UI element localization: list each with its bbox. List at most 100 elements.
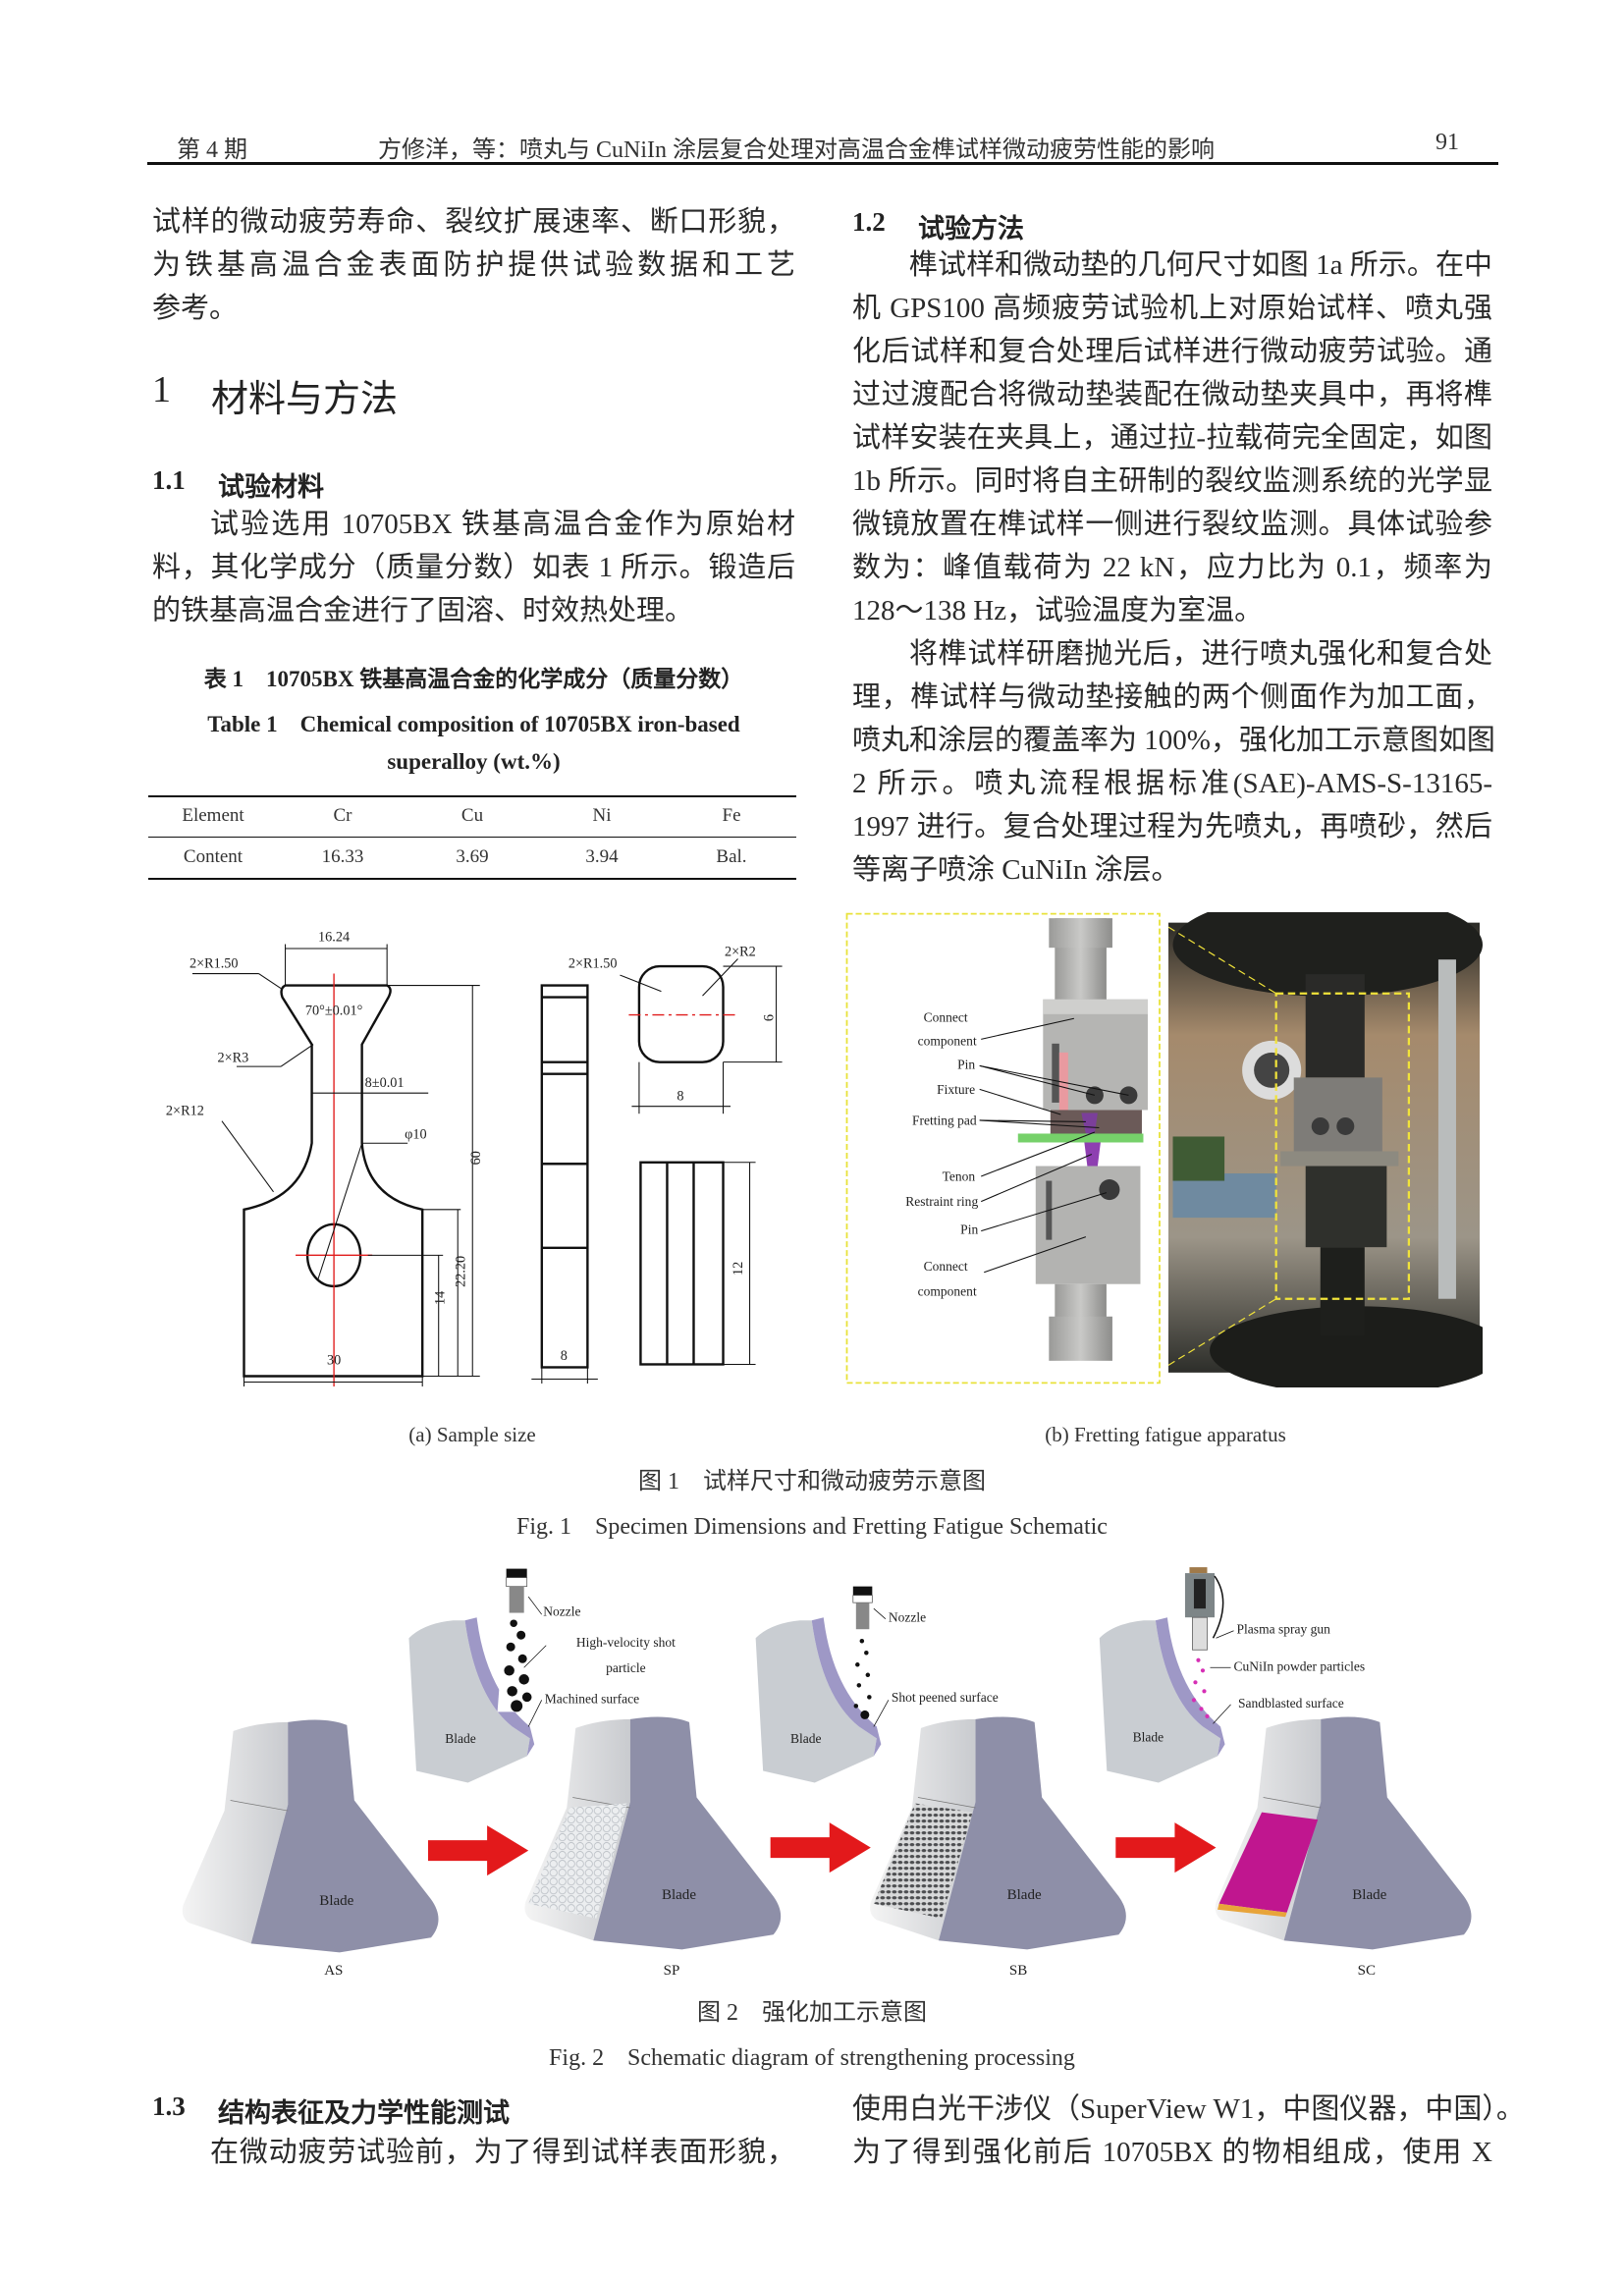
- blade-as: [182, 1719, 439, 1953]
- dimension-lines: [191, 944, 783, 1386]
- section-1-title: 材料与方法: [211, 379, 399, 420]
- figure-1b-label: (b) Fretting fatigue apparatus: [1045, 1423, 1286, 1446]
- figure-1a-label: (a) Sample size: [408, 1423, 536, 1446]
- leader-lines: [979, 1017, 1129, 1274]
- body-line: 喷丸和涂层的覆盖率为 100%，强化加工示意图如图: [852, 725, 1495, 756]
- table-header: Cu: [460, 805, 484, 826]
- side-view: [540, 984, 589, 1369]
- table-caption-en: Table 1 Chemical composition of 10705BX …: [207, 712, 740, 736]
- label-connect-component: component: [918, 1284, 977, 1299]
- table-caption-en-2: superalloy (wt.%): [387, 749, 561, 774]
- table-cell: 3.69: [456, 846, 489, 867]
- section-1-1-title: 试验材料: [218, 472, 324, 502]
- body-line: 理，榫试样与微动垫接触的两个侧面作为加工面，: [852, 681, 1492, 713]
- process-arrow: [1115, 1822, 1217, 1874]
- label-blade: Blade: [319, 1893, 353, 1909]
- dim-neck-width: 8±0.01: [365, 1075, 405, 1091]
- table-row: Content 16.33 3.69 3.94 Bal.: [148, 846, 796, 868]
- label-cuniin-powder: CuNiIn powder particles: [1234, 1658, 1366, 1673]
- dim-pad-r1-50: 2×R1.50: [568, 956, 618, 972]
- dim-pad-8: 8: [677, 1089, 683, 1105]
- dim-r12: 2×R12: [166, 1104, 204, 1119]
- stage-label-as: AS: [324, 1963, 343, 1979]
- label-connect-component: Connect: [924, 1009, 968, 1024]
- render-frame: [845, 912, 1161, 1385]
- process-arrow: [770, 1822, 871, 1874]
- section-1-3-number: 1.3: [152, 2091, 186, 2121]
- body-line: 2 所示。喷丸流程根据标准(SAE)-AMS-S-13165-: [852, 768, 1492, 799]
- strengthening-process-diagram: Nozzle High-velocity shot particle Machi…: [182, 1567, 1472, 1979]
- table-bottom-rule: [148, 878, 796, 880]
- label-blade: Blade: [1007, 1887, 1042, 1903]
- composition-table: Element Cr Cu Ni Fe Content 16.33 3.69 3…: [148, 795, 796, 880]
- dim-30: 30: [327, 1352, 341, 1368]
- dim-side-8: 8: [561, 1348, 568, 1364]
- shot-peened-surface: [528, 1803, 627, 1919]
- section-1-2-title: 试验方法: [918, 214, 1024, 244]
- label-pin: Pin: [960, 1222, 978, 1237]
- body-line: 试样安装在夹具上，通过拉-拉载荷完全固定，如图: [852, 422, 1492, 454]
- plasma-spray-gun-icon: [1184, 1567, 1224, 1718]
- label-nozzle: Nozzle: [543, 1604, 580, 1619]
- center-lines: [296, 973, 735, 1386]
- stage-label-sp: SP: [664, 1963, 680, 1979]
- body-line: 为铁基高温合金表面防护提供试验数据和工艺: [152, 249, 795, 281]
- stage-label-sc: SC: [1358, 1963, 1376, 1979]
- dim-r1-50: 2×R1.50: [189, 956, 239, 972]
- table-header: Cr: [333, 805, 352, 826]
- table-cell: 3.94: [585, 846, 619, 867]
- label-fixture: Fixture: [937, 1082, 975, 1097]
- body-line: 机 GPS100 高频疲劳试验机上对原始试样、喷丸强: [852, 293, 1492, 324]
- figure-1-caption-cn: 图 1 试样尺寸和微动疲劳示意图: [638, 1469, 986, 1494]
- label-shot-peened-surface: Shot peened surface: [892, 1690, 999, 1705]
- test-rig-photo: [1167, 912, 1483, 1387]
- label-high-velocity-shot: High-velocity shot: [576, 1635, 676, 1650]
- label-blade: Blade: [662, 1887, 696, 1903]
- figure-1-caption-en: Fig. 1 Specimen Dimensions and Fretting …: [516, 1514, 1108, 1540]
- dim-14: 14: [433, 1291, 449, 1305]
- body-line: 在微动疲劳试验前，为了得到试样表面形貌，: [210, 2137, 795, 2168]
- body-line: 128～138 Hz，试验温度为室温。: [852, 595, 1264, 626]
- figure-2-caption-en: Fig. 2 Schematic diagram of strengthenin…: [549, 2045, 1075, 2071]
- fretting-pad-top-view: [637, 964, 725, 1063]
- tenon-specimen-outline: [243, 984, 424, 1378]
- dim-pad-6: 6: [762, 1014, 778, 1021]
- body-line: 等离子喷涂 CuNiIn 涂层。: [852, 854, 1180, 886]
- label-restraint-ring: Restraint ring: [905, 1194, 978, 1209]
- label-blade: Blade: [790, 1731, 822, 1746]
- body-line: 化后试样和复合处理后试样进行微动疲劳试验。通: [852, 336, 1492, 367]
- body-line: 微镜放置在榫试样一侧进行裂纹监测。具体试验参: [852, 509, 1492, 540]
- bond-layer: [1218, 1903, 1287, 1918]
- label-blade: Blade: [1352, 1887, 1386, 1903]
- table-top-rule: [148, 795, 796, 797]
- label-particle: particle: [606, 1660, 646, 1675]
- table-header-row: Element Cr Cu Ni Fe: [148, 805, 796, 827]
- fretting-pad-side-view: [639, 1161, 725, 1366]
- body-line: 参考。: [152, 293, 239, 324]
- dim-60: 60: [468, 1151, 484, 1165]
- section-1-1-number: 1.1: [152, 465, 186, 495]
- dim-pad-12: 12: [731, 1262, 746, 1276]
- label-plasma-spray-gun: Plasma spray gun: [1237, 1622, 1331, 1637]
- sandblasted-surface: [873, 1803, 973, 1919]
- body-line: 使用白光干涉仪（SuperView W1，中图仪器，中国）。: [852, 2093, 1525, 2125]
- section-1-2-number: 1.2: [852, 207, 886, 237]
- label-blade: Blade: [1133, 1729, 1164, 1744]
- label-tenon: Tenon: [943, 1169, 976, 1184]
- label-fretting-pad: Fretting pad: [912, 1113, 977, 1127]
- issue-number: 第 4 期: [177, 137, 247, 163]
- header-rule: [147, 162, 1498, 165]
- body-line: 过过渡配合将微动垫装配在微动垫夹具中，再将榫: [852, 379, 1492, 410]
- page-number: 91: [1435, 130, 1459, 155]
- body-line: 榫试样和微动垫的几何尺寸如图 1a 所示。在中: [909, 249, 1492, 281]
- label-machined-surface: Machined surface: [545, 1691, 639, 1706]
- dim-22-20: 22.20: [454, 1256, 469, 1287]
- dim-16-24: 16.24: [318, 930, 350, 946]
- table-caption-cn: 表 1 10705BX 铁基高温合金的化学成分（质量分数）: [203, 667, 744, 691]
- process-arrow: [427, 1825, 529, 1876]
- body-line: 1b 所示。同时将自主研制的裂纹监测系统的光学显: [852, 465, 1492, 497]
- label-sandblasted-surface: Sandblasted surface: [1238, 1696, 1344, 1711]
- render-3d-fixture: [1017, 918, 1148, 1361]
- stage-label-sb: SB: [1009, 1963, 1027, 1979]
